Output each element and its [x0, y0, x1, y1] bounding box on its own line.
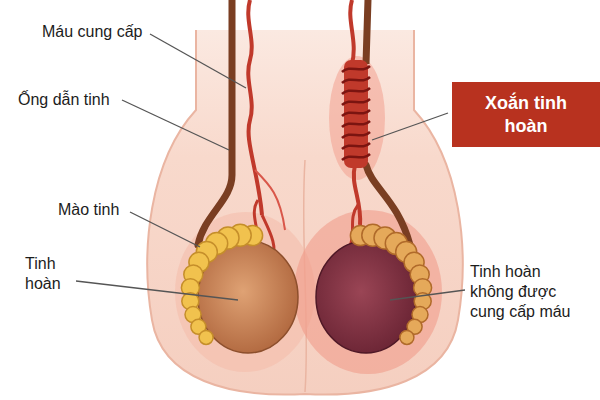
right-artery — [354, 165, 360, 225]
callout-text: Xoắn tinh hoàn — [462, 92, 590, 137]
part-label: Máu cung cấp — [42, 22, 143, 42]
left-vas-deferens — [198, 0, 232, 245]
left-glow — [175, 212, 315, 372]
callout-box: Xoắn tinh hoàn — [452, 82, 600, 147]
left-epididymis — [181, 224, 262, 344]
leader-lines — [76, 34, 465, 300]
scrotum-outline — [147, 30, 462, 395]
left-artery-branch — [255, 170, 285, 230]
right-vas-deferens — [366, 0, 368, 64]
right-glow — [294, 210, 442, 374]
part-label: Ống dẫn tinh — [18, 90, 110, 110]
part-label: Tinh hoàn không được cung cấp máu — [470, 262, 578, 322]
part-label: Tinh hoàn — [25, 254, 70, 294]
twist-coils — [342, 66, 370, 160]
twist-glow — [329, 56, 385, 180]
left-artery — [248, 0, 262, 215]
right-artery — [350, 0, 353, 64]
right-testis — [316, 241, 416, 353]
part-label: Mào tinh — [58, 200, 119, 220]
right-epididymis — [350, 224, 431, 344]
